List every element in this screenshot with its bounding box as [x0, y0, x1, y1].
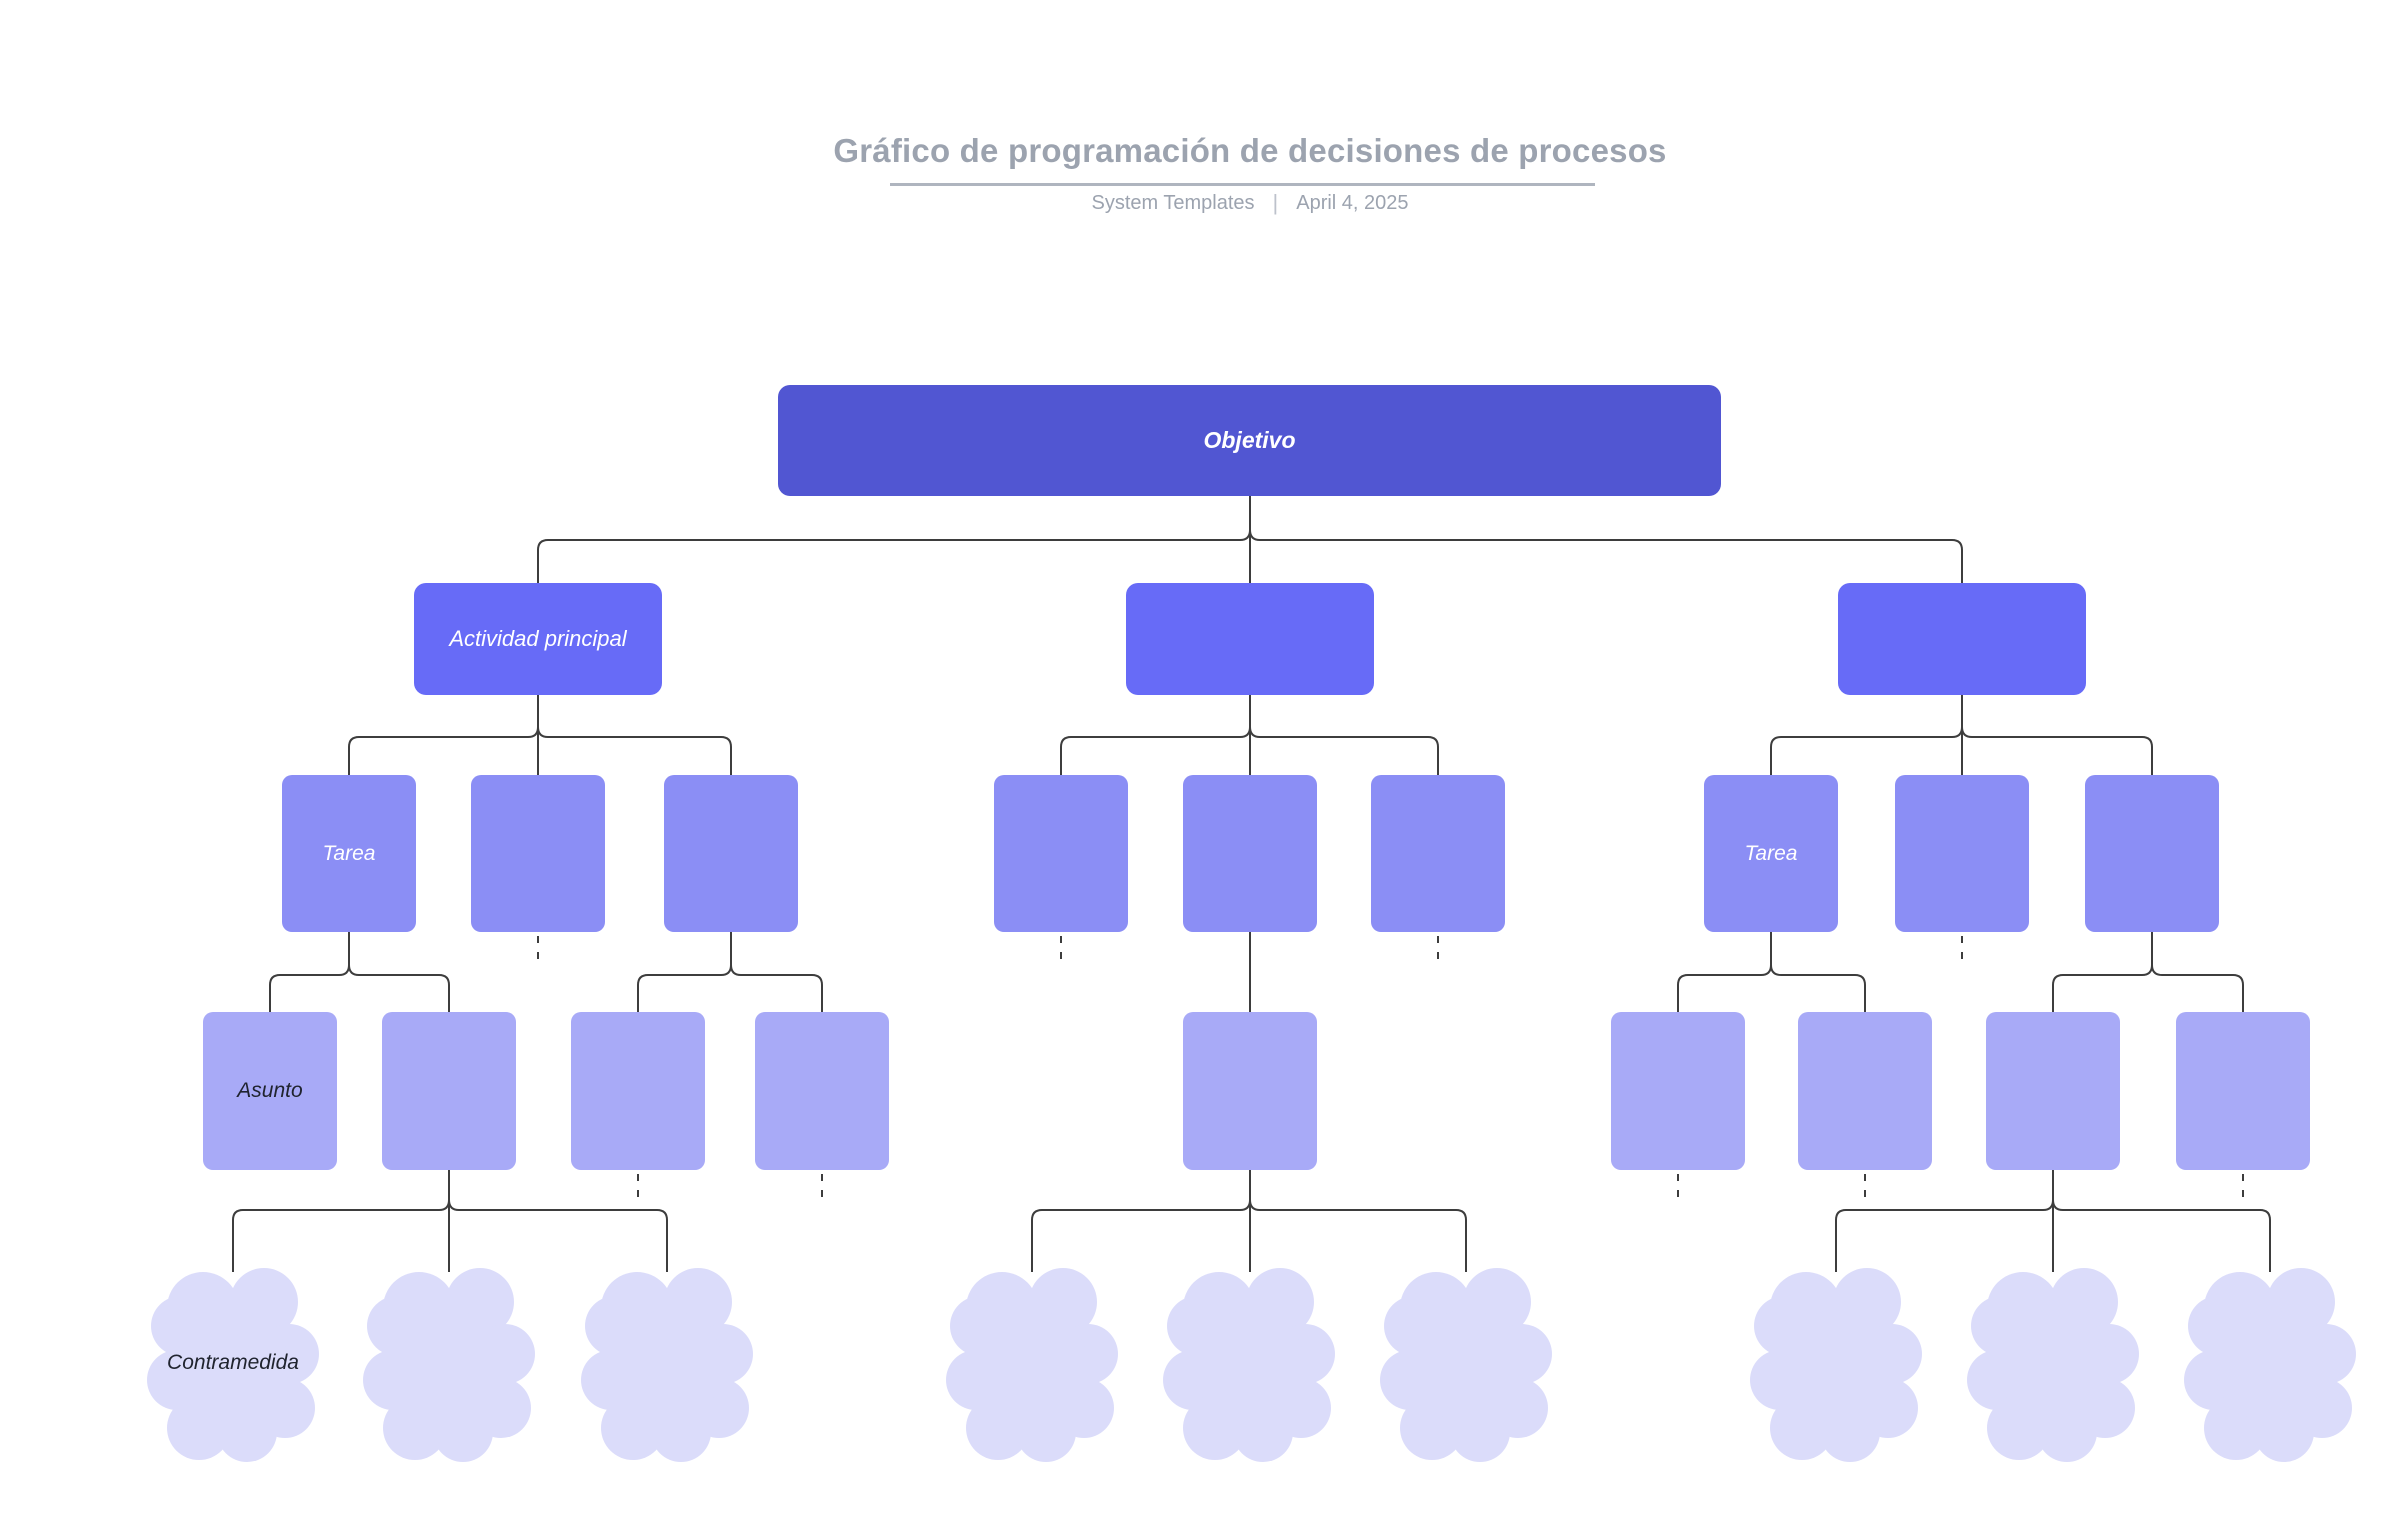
- node-countermeasure-1-1[interactable]: Contramedida: [147, 1262, 319, 1464]
- node-countermeasure-2-2[interactable]: [1163, 1262, 1335, 1464]
- subtitle-date: April 4, 2025: [1296, 191, 1409, 214]
- node-task-3-1[interactable]: Tarea: [1704, 775, 1838, 932]
- node-task-1-1[interactable]: Tarea: [282, 775, 416, 932]
- node-objective[interactable]: Objetivo: [778, 385, 1721, 496]
- node-countermeasure-1-2[interactable]: [363, 1262, 535, 1464]
- subtitle-separator: |: [1272, 190, 1279, 215]
- node-task-3-2[interactable]: [1895, 775, 2029, 932]
- node-task-1-3[interactable]: [664, 775, 798, 932]
- node-topic-3-4[interactable]: [2176, 1012, 2310, 1170]
- connectors-level-2: [348, 695, 2153, 775]
- node-countermeasure-1-3[interactable]: [581, 1262, 753, 1464]
- cloud-icon: [946, 1262, 1118, 1464]
- node-topic-1-3[interactable]: [571, 1012, 705, 1170]
- subtitle-author: System Templates: [1091, 191, 1255, 214]
- page-title: Gráfico de programación de decisiones de…: [833, 132, 1667, 169]
- node-objective-label: Objetivo: [1203, 427, 1296, 453]
- cloud-icon: [1967, 1262, 2139, 1464]
- cloud-icon: [2184, 1262, 2356, 1464]
- node-countermeasure-2-1[interactable]: [946, 1262, 1118, 1464]
- node-countermeasure-3-1[interactable]: [1750, 1262, 1922, 1464]
- node-topic-1-4[interactable]: [755, 1012, 889, 1170]
- connectors-level-1: [537, 496, 1963, 583]
- connectors-level-4: [232, 1170, 2271, 1272]
- node-topic-2-1[interactable]: [1183, 1012, 1317, 1170]
- cloud-icon: [1163, 1262, 1335, 1464]
- cloud-icon: [1750, 1262, 1922, 1464]
- node-topic-1-1[interactable]: Asunto: [203, 1012, 337, 1170]
- node-countermeasure-1-1-label: Contramedida: [167, 1351, 299, 1374]
- cloud-icon: [363, 1262, 535, 1464]
- node-task-2-1[interactable]: [994, 775, 1128, 932]
- node-task-1-2[interactable]: [471, 775, 605, 932]
- node-task-2-3[interactable]: [1371, 775, 1505, 932]
- node-activity-2[interactable]: [1126, 583, 1374, 695]
- node-activity-1[interactable]: Actividad principal: [414, 583, 662, 695]
- node-topic-1-2[interactable]: [382, 1012, 516, 1170]
- title-underline: [890, 183, 1595, 186]
- node-topic-1-1-label: Asunto: [237, 1079, 303, 1102]
- node-activity-1-label: Actividad principal: [449, 626, 627, 651]
- node-countermeasure-2-3[interactable]: [1380, 1262, 1552, 1464]
- node-task-1-1-label: Tarea: [322, 841, 376, 865]
- subtitle: System Templates | April 4, 2025: [1091, 190, 1408, 216]
- node-topic-3-1[interactable]: [1611, 1012, 1745, 1170]
- dashed-stubs: [537, 936, 2244, 1206]
- node-task-2-2[interactable]: [1183, 775, 1317, 932]
- cloud-icon: [581, 1262, 753, 1464]
- node-countermeasure-3-2[interactable]: [1967, 1262, 2139, 1464]
- node-topic-3-2[interactable]: [1798, 1012, 1932, 1170]
- node-countermeasure-3-3[interactable]: [2184, 1262, 2356, 1464]
- cloud-icon: [1380, 1262, 1552, 1464]
- node-task-3-1-label: Tarea: [1744, 841, 1798, 865]
- node-activity-3[interactable]: [1838, 583, 2086, 695]
- node-topic-3-3[interactable]: [1986, 1012, 2120, 1170]
- connectors-level-3: [269, 932, 2244, 1012]
- node-task-3-3[interactable]: [2085, 775, 2219, 932]
